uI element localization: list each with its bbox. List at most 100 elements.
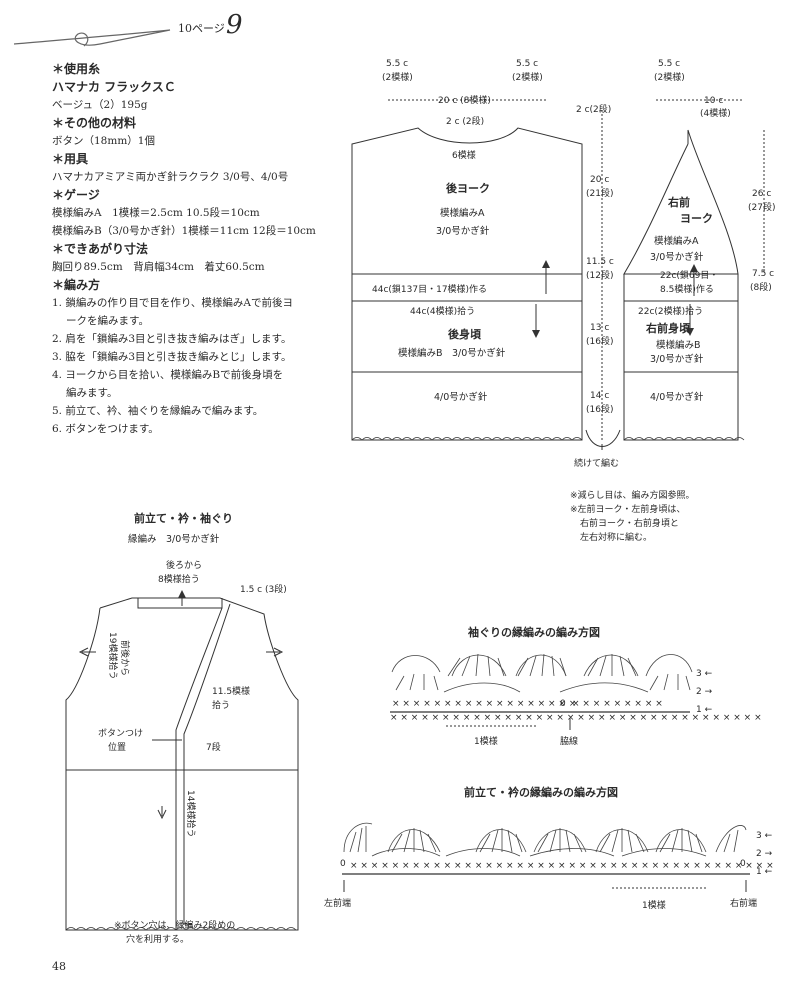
front-hook-3: 3/0号かぎ針: [650, 251, 704, 263]
step-5: 5. 前立て、衿、袖ぐりを縁編みで編みます。: [52, 405, 264, 417]
arm-row-1: 1 ←: [696, 705, 713, 715]
front-arm-rows: (8段): [750, 281, 772, 293]
specification-block: ＊使用糸 ハマナカ フラックスＣ ベージュ（2）195g ＊その他の材料 ボタン…: [52, 60, 352, 438]
front-one-pattern: 1模様: [642, 899, 666, 911]
back-yoke-title: 後ヨーク: [446, 181, 490, 195]
fourteen-patterns: 14模様拾う: [185, 790, 197, 837]
front-down-arrow-head: [686, 328, 694, 336]
arm-fan-stitches: [391, 653, 693, 693]
mid-body-height: 13 c: [590, 323, 609, 333]
note-1-line-3: 右前ヨーク・右前身頃と: [580, 517, 679, 529]
front-pick: 22c(2模様)拾う: [638, 305, 703, 317]
arm-one-pattern: 1模様: [474, 735, 498, 747]
size-text: 胸回り89.5cm 背肩幅34cm 着丈60.5cm: [52, 261, 265, 273]
back-chain: 44c(鎖137目・17模様)作る: [372, 283, 487, 295]
band-up-arrow-head: [178, 590, 186, 598]
up-arrow-head: [542, 260, 550, 268]
band-hem-scallop: [65, 927, 297, 931]
right-front-edge: 右前端: [730, 897, 757, 909]
mid-hem-height: 14 c: [590, 391, 609, 401]
front-up-arrow-head: [690, 264, 698, 272]
gauge-heading: ＊ゲージ: [52, 188, 100, 202]
back-six-patterns: 6模様: [452, 149, 476, 161]
front-diagram: [623, 129, 739, 441]
back-shoulder-left-2: (2模様): [382, 71, 413, 83]
button-label-2: 位置: [108, 741, 126, 753]
back-pick: 44c(4模様)拾う: [410, 305, 475, 317]
mid-yoke-rows: (21段): [586, 187, 613, 199]
note-1-line-2: ※左前ヨーク・左前身頃は、: [570, 503, 685, 515]
front-neck: 10 c: [704, 96, 723, 106]
arm-row-2: 2 →: [696, 687, 713, 697]
band-top-height: 1.5 c (3段): [240, 583, 287, 595]
button-label-1: ボタンつけ: [98, 728, 143, 739]
front-chain-2: 8.5模様)作る: [660, 283, 714, 295]
mid-yoke-height: 20 c: [590, 175, 609, 185]
front-shoulder: 5.5 c: [658, 59, 680, 69]
back-diagram: [351, 127, 583, 441]
materials-heading: ＊その他の材料: [52, 116, 137, 130]
yarn-name: ハマナカ フラックスＣ: [52, 80, 176, 94]
pattern-number: 9: [226, 10, 243, 40]
side-pick-1: 前後から: [119, 640, 131, 676]
step-1a: 1. 鎖編みの作り目で目を作り、模様編みAで前後ヨ: [52, 297, 294, 309]
step-6: 6. ボタンをつけます。: [52, 423, 159, 435]
continue-curve: [585, 429, 621, 447]
front-row-x: × × × × × × × × × × × × × × × × × × × × …: [350, 861, 774, 871]
back-pattern-b: 模様編みB 3/0号かぎ針: [398, 347, 506, 359]
continue-label: 続けて編む: [574, 457, 619, 469]
arm-row-2-x: × × × × × × × × × × × × × × × × × × × × …: [390, 713, 762, 723]
front-pattern-b: 模様編みB: [656, 339, 701, 351]
band-note-2: 穴を利用する。: [126, 933, 189, 945]
back-pattern-a: 模様編みA: [440, 207, 485, 219]
front-body-title: 右前身頃: [645, 321, 691, 335]
tools-heading: ＊用具: [52, 152, 89, 166]
front-chain-1: 22c(鎖69目・: [660, 269, 718, 281]
back-hook-4: 4/0号かぎ針: [434, 391, 488, 403]
back-hem-scallop: [351, 437, 583, 441]
band-title: 前立て・衿・袖ぐり: [134, 511, 233, 525]
front-hook-4: 4/0号かぎ針: [650, 391, 704, 403]
band-left-arrow: [78, 647, 96, 657]
mid-neck: 2 c(2段): [576, 103, 611, 115]
left-front-edge: 左前端: [324, 897, 351, 909]
arm-chart-title: 袖ぐりの縁編みの編み方図: [468, 625, 600, 639]
front-hook-3b: 3/0号かぎ針: [650, 353, 704, 365]
yarn-color: ベージュ（2）195g: [52, 99, 148, 111]
front-arm-height: 7.5 c: [752, 269, 774, 279]
band-right-arrow: [266, 647, 284, 657]
front-row-2: 2 →: [756, 849, 773, 859]
back-shoulder-right: 5.5 c: [516, 59, 538, 69]
decorative-swirl: [13, 29, 171, 47]
side-pick-vertical: 前後から 19模様拾う: [107, 632, 131, 679]
front-shoulder-2: (2模様): [654, 71, 685, 83]
yarn-heading: ＊使用糸: [52, 62, 101, 76]
band-outline: [65, 597, 299, 931]
mid-arm-rows: (12段): [586, 269, 613, 281]
front-pick-2: 拾う: [212, 699, 230, 711]
note-1-line-1: ※減らし目は、編み方図参照。: [570, 489, 695, 501]
front-neck-2: (4模様): [700, 107, 731, 119]
seven-rows: 7段: [206, 741, 221, 753]
front-row-3: 3 ←: [756, 831, 773, 841]
front-row-1: 1 ←: [756, 867, 773, 877]
front-pick-1: 11.5模様: [212, 685, 250, 697]
step-3: 3. 脇を「鎖編み3目と引き抜き編みとじ」します。: [52, 351, 292, 363]
button-material: ボタン（18mm）1個: [52, 135, 155, 147]
page-number: 48: [52, 960, 66, 973]
back-neck-depth: 2 c (2段): [446, 115, 484, 127]
back-shoulder-left: 5.5 c: [386, 59, 408, 69]
step-1b: ークを編みます。: [66, 315, 149, 327]
tools-text: ハマナカアミアミ両かぎ針ラクラク 3/0号、4/0号: [52, 171, 289, 183]
step-4b: 編みます。: [66, 387, 118, 399]
front-hem-scallop: [623, 437, 745, 441]
mid-arm-height: 11.5 c: [586, 257, 614, 267]
front-height-rows: (27段): [748, 201, 775, 213]
front-chart-title: 前立て・衿の縁編みの編み方図: [464, 785, 618, 799]
front-yoke-title-1: 右前: [667, 195, 690, 209]
front-zero-right: 0: [740, 859, 746, 869]
mid-hem-rows: (16段): [586, 403, 613, 415]
front-zero: 0: [340, 859, 346, 869]
step-2: 2. 肩を「鎖編み3目と引き抜き編みはぎ」します。: [52, 333, 292, 345]
